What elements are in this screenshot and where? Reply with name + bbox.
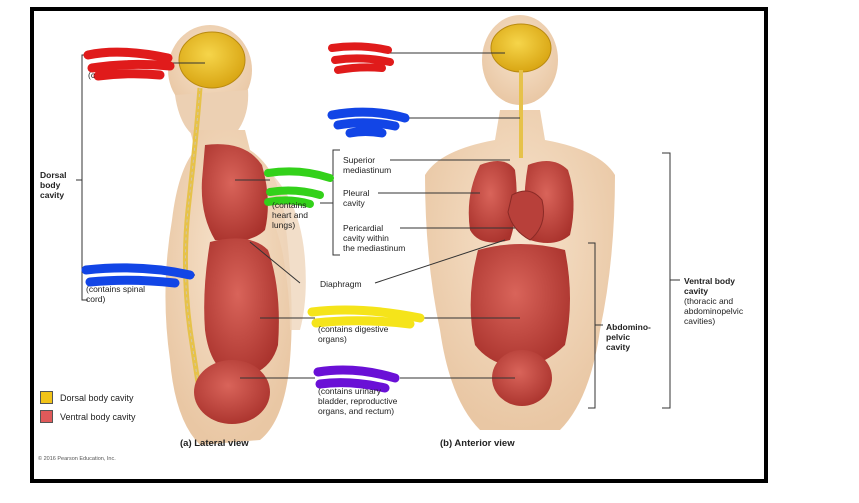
- pelvic-line-1: (contains urinary: [318, 386, 381, 396]
- pleural-cavity-label: Pleural cavity: [343, 188, 369, 208]
- caption-lateral: (a) Lateral view: [180, 438, 249, 449]
- abdominopelvic-line-3: cavity: [606, 342, 631, 352]
- abdominal-contents-label: (contains digestive organs): [318, 324, 388, 344]
- dorsal-line-3: cavity: [40, 190, 65, 200]
- cranial-hidden-label: (c: [88, 70, 96, 80]
- dorsal-line-1: Dorsal: [40, 170, 67, 180]
- ventral-sub-line-3: cavities): [684, 316, 716, 326]
- legend-swatch-ventral: [40, 410, 53, 423]
- abdominopelvic-line-2: pelvic: [606, 332, 631, 342]
- thoracic-line-2: heart and: [272, 210, 308, 220]
- superior-line-1: Superior: [343, 155, 376, 165]
- diagram-frame: [30, 7, 768, 483]
- pericardial-cavity-label: Pericardial cavity within the mediastinu…: [343, 223, 405, 253]
- ventral-sub-line-1: (thoracic and: [684, 296, 734, 306]
- pericardial-line-2: cavity within: [343, 233, 389, 243]
- abdominopelvic-line-1: Abdomino-: [606, 322, 651, 332]
- legend-label-dorsal: Dorsal body cavity: [60, 393, 134, 403]
- ventral-cavity-label: Ventral body cavity (thoracic and abdomi…: [684, 276, 743, 326]
- abdominal-line-2: organs): [318, 334, 347, 344]
- vertebral-line-1: (contains spinal: [86, 284, 146, 294]
- scribbles: [81, 42, 425, 393]
- dorsal-line-2: body: [40, 180, 61, 190]
- ventral-line-1: Ventral body: [684, 276, 736, 286]
- anterior-figure: [425, 15, 615, 430]
- ventral-sub-line-2: abdominopelvic: [684, 306, 744, 316]
- pleural-line-1: Pleural: [343, 188, 370, 198]
- pelvic-contents-label: (contains urinary bladder, reproductive …: [318, 386, 397, 416]
- vertebral-contents-label: (contains spinal cord): [86, 284, 145, 304]
- superior-line-2: mediastinum: [343, 165, 392, 175]
- pelvic-line-3: organs, and rectum): [318, 406, 395, 416]
- pericardial-line-1: Pericardial: [343, 223, 384, 233]
- ventral-line-2: cavity: [684, 286, 709, 296]
- abdominopelvic-label: Abdomino- pelvic cavity: [606, 322, 651, 352]
- copyright: © 2016 Pearson Education, Inc.: [38, 456, 116, 462]
- superior-mediastinum-label: Superior mediastinum: [343, 155, 391, 175]
- thoracic-line-3: lungs): [272, 220, 296, 230]
- lateral-figure: [165, 25, 306, 445]
- thoracic-line-1: (contains: [272, 200, 307, 210]
- pleural-line-2: cavity: [343, 198, 365, 208]
- pelvic-line-2: bladder, reproductive: [318, 396, 398, 406]
- pericardial-line-3: the mediastinum: [343, 243, 406, 253]
- abdominal-line-1: (contains digestive: [318, 324, 389, 334]
- thoracic-contents-label: (contains heart and lungs): [272, 200, 308, 230]
- caption-anterior: (b) Anterior view: [440, 438, 515, 449]
- legend-label-ventral: Ventral body cavity: [60, 412, 136, 422]
- diaphragm-label: Diaphragm: [320, 279, 362, 289]
- dorsal-label: Dorsal body cavity: [40, 170, 66, 200]
- legend-swatch-dorsal: [40, 391, 53, 404]
- vertebral-line-2: cord): [86, 294, 106, 304]
